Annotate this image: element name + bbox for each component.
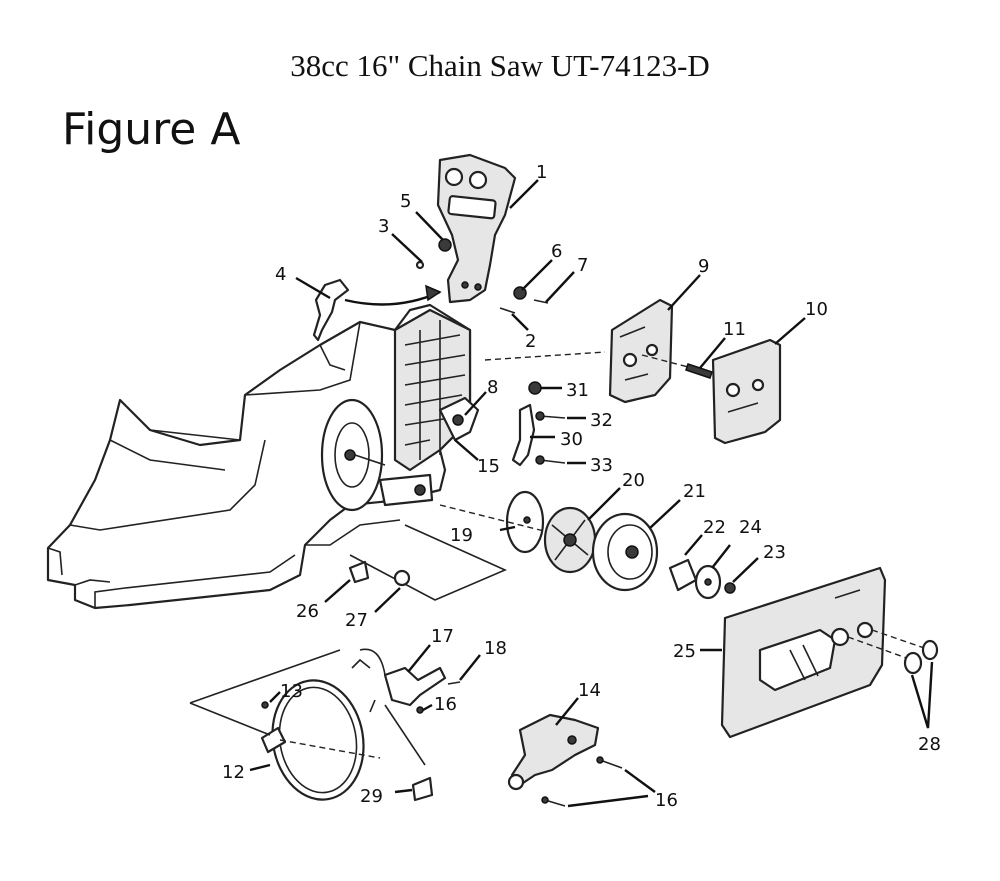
part-4-hook [312,278,442,342]
callout-27: 27 [345,610,368,631]
callout-numbers: 1 2 3 4 5 6 7 8 9 10 11 12 13 14 15 16 1… [222,162,941,811]
callout-14: 14 [578,680,601,701]
callout-31: 31 [566,380,589,401]
callout-8: 8 [487,377,498,398]
callout-25: 25 [673,641,696,662]
callout-26: 26 [296,601,319,622]
callout-9: 9 [698,256,709,277]
callout-15: 15 [477,456,500,477]
part-30-oil-pump [438,381,566,467]
callout-22: 22 [703,517,726,538]
callout-16b: 16 [655,790,678,811]
callout-10: 10 [805,299,828,320]
top-hardware [415,238,606,361]
callout-30: 30 [560,429,583,450]
part-10-plate [711,338,782,445]
callout-7: 7 [577,255,588,276]
callout-2: 2 [525,331,536,352]
figure-label: Figure A [62,104,241,155]
callout-20: 20 [622,470,645,491]
callout-17: 17 [431,626,454,647]
part-1-hand-guard [436,153,517,304]
callout-24: 24 [739,517,762,538]
callout-18: 18 [484,638,507,659]
callout-29: 29 [360,786,383,807]
part-17-brake-lever [359,648,461,802]
callout-6: 6 [551,241,562,262]
callout-28: 28 [918,734,941,755]
callout-5: 5 [400,191,411,212]
document-title: 38cc 16" Chain Saw UT-74123-D [290,48,710,83]
callout-4: 4 [275,264,286,285]
part-14-bracket [507,713,623,807]
callout-13: 13 [280,681,303,702]
part-12-brake-band [189,649,381,801]
clutch-assembly [349,490,736,601]
engine-housing [46,303,472,610]
part-25-bar-cover [720,566,939,739]
part-9-plate [608,298,713,404]
part-26-27-hardware [348,560,411,587]
callout-12: 12 [222,762,245,783]
callout-19: 19 [450,525,473,546]
leader-lines [249,179,934,808]
callout-3: 3 [378,216,389,237]
callout-23: 23 [763,542,786,563]
callout-33: 33 [590,455,613,476]
callout-21: 21 [683,481,706,502]
callout-1: 1 [536,162,547,183]
callout-16a: 16 [434,694,457,715]
callout-32: 32 [590,410,613,431]
callout-11: 11 [723,319,746,340]
